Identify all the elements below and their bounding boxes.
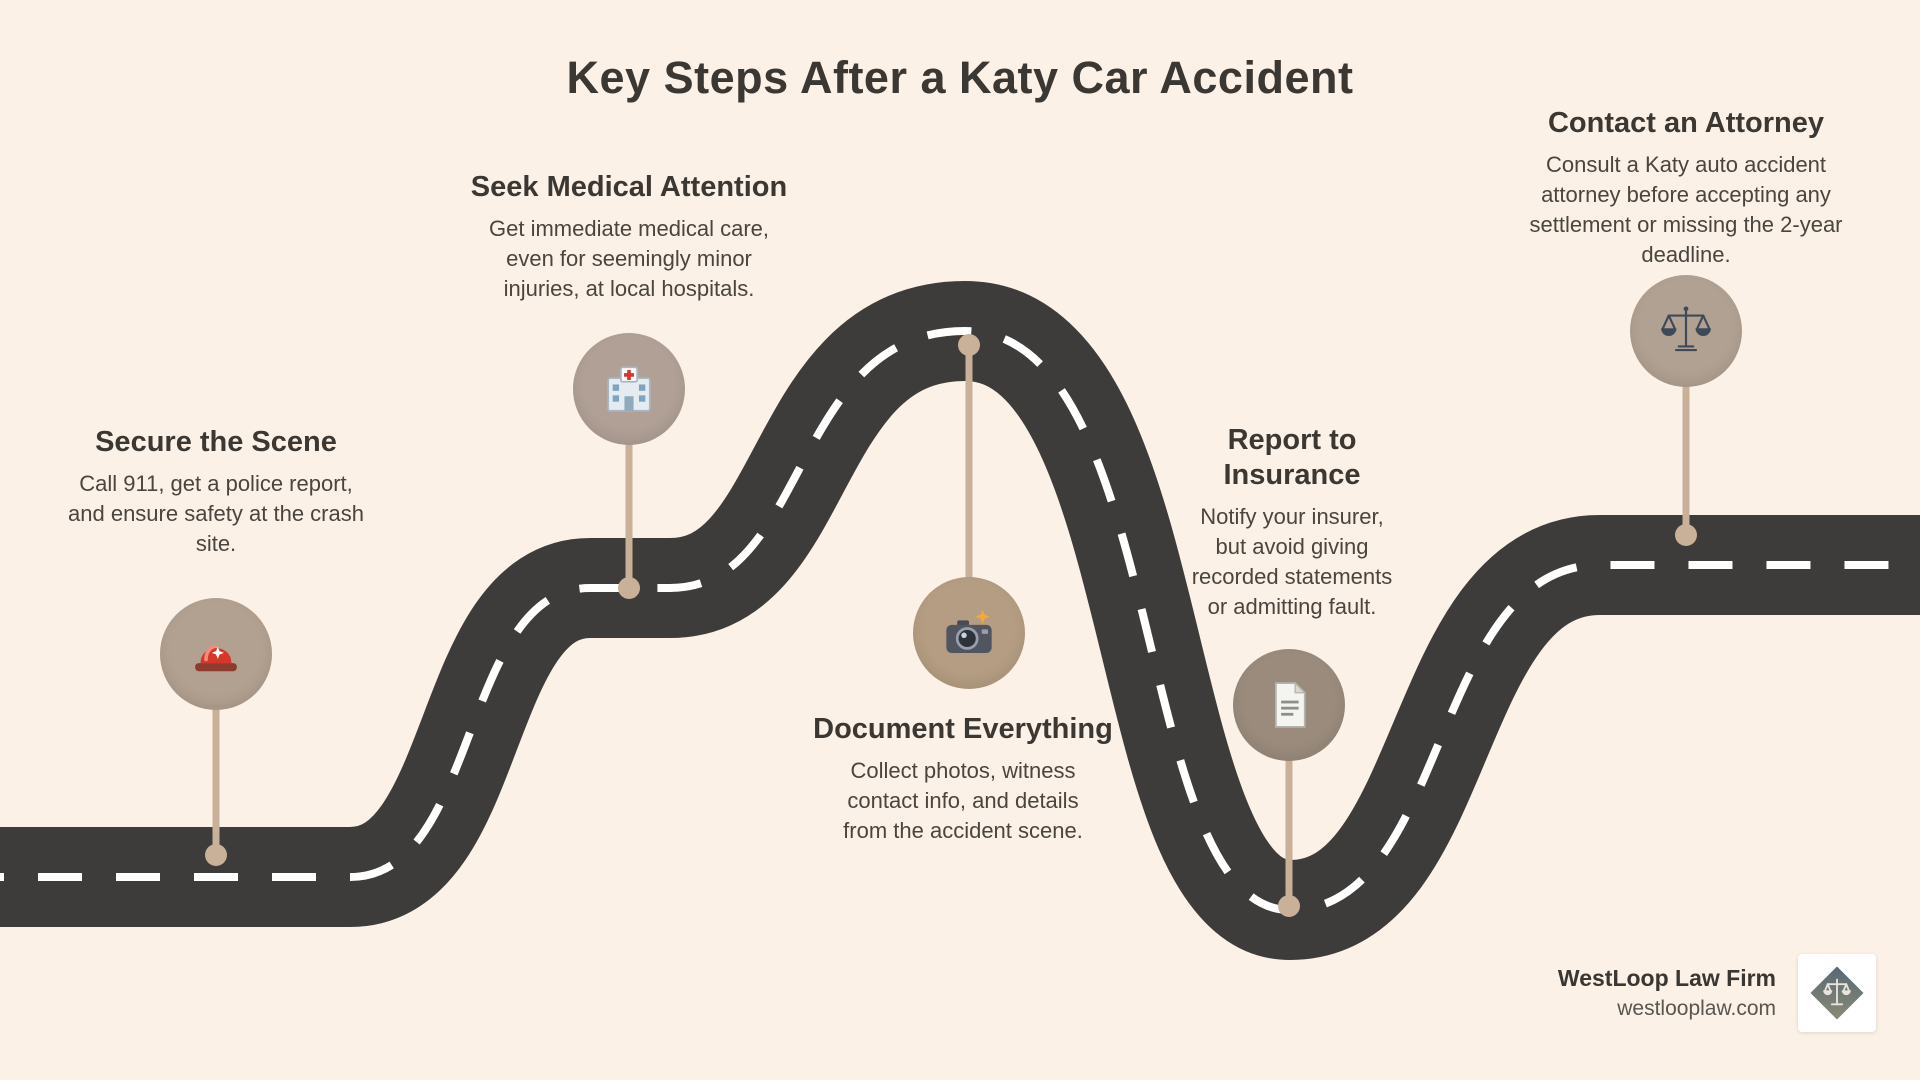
step-2-road-dot: [618, 577, 640, 599]
footer-text: WestLoop Law Firm westlooplaw.com: [1558, 965, 1776, 1021]
road-centerline: [0, 326, 1920, 915]
page-title: Key Steps After a Katy Car Accident: [566, 52, 1354, 103]
scales-diamond-logo: [1810, 966, 1864, 1020]
step-1-road-dot: [205, 844, 227, 866]
road-path: [0, 280, 1920, 961]
footer-branding: WestLoop Law Firm westlooplaw.com: [1558, 954, 1876, 1032]
firm-logo: [1798, 954, 1876, 1032]
firm-website: westlooplaw.com: [1617, 997, 1776, 1020]
step-4-road-dot: [1278, 895, 1300, 917]
step-5-road-dot: [1675, 524, 1697, 546]
firm-name: WestLoop Law Firm: [1557, 965, 1776, 991]
step-3-road-dot: [958, 334, 980, 356]
